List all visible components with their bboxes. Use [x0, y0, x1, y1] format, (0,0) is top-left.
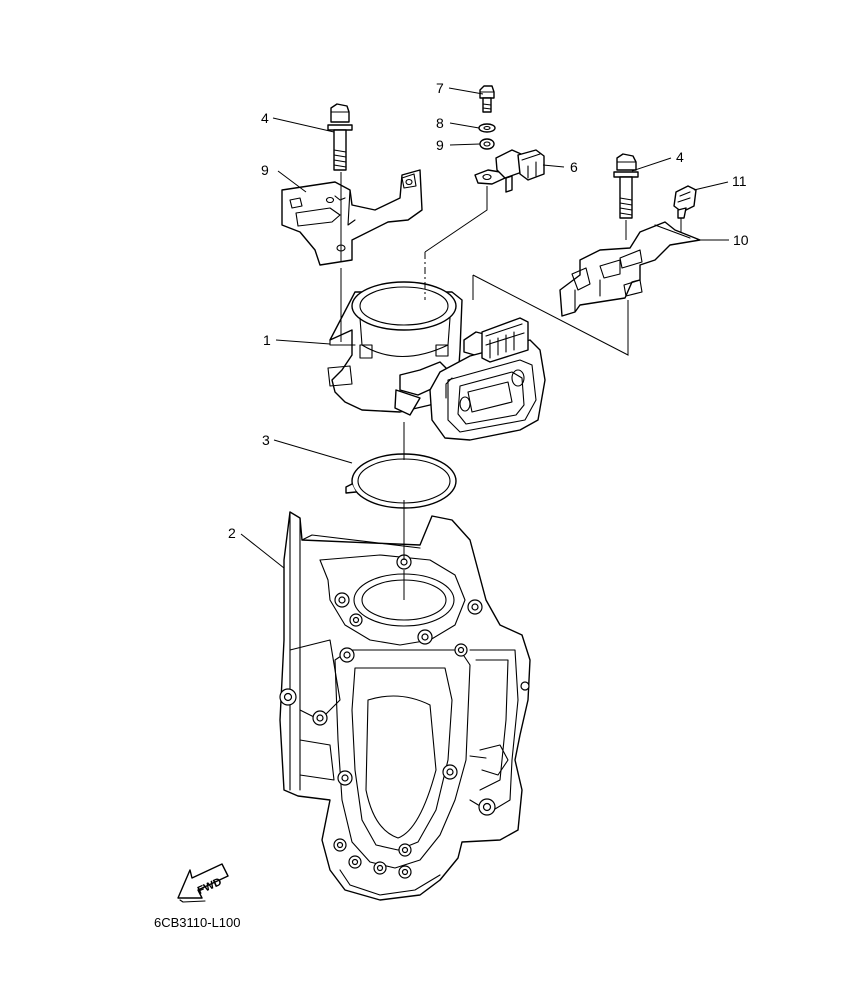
bolt-part-4-left: [327, 103, 353, 171]
sensor-part-5: [474, 149, 545, 193]
label-part-4-left: 4: [261, 110, 269, 126]
label-part-5: 6: [570, 159, 578, 175]
label-part-2: 2: [228, 525, 236, 541]
label-part-11: 11: [732, 173, 747, 189]
label-part-9: 9: [261, 162, 269, 178]
bracket-part-9: [281, 169, 423, 266]
label-part-6: 7: [436, 80, 444, 96]
label-part-3: 3: [262, 432, 270, 448]
fwd-arrow-icon: FWD: [177, 863, 229, 903]
drawing-code: 6CB3110-L100: [154, 915, 241, 930]
part-labels: 4 9 1 3 2 7 8 9 6 4 11 10: [228, 80, 749, 541]
label-part-8: 9: [436, 137, 444, 153]
screw-part-6: [479, 85, 495, 113]
clip-part-11: [673, 185, 697, 219]
bracket-part-10: [559, 221, 701, 317]
throttle-body-part-1: [327, 281, 546, 441]
label-part-10: 10: [733, 232, 749, 248]
label-part-1: 1: [263, 332, 271, 348]
leader-lines: [240, 87, 729, 569]
intake-manifold-part-2: [279, 511, 531, 901]
label-part-4-right: 4: [676, 149, 684, 165]
washer-part-8: [479, 138, 495, 150]
label-part-7: 8: [436, 115, 444, 131]
gasket-ring-part-3: [345, 453, 457, 509]
assembly-center-lines: [340, 172, 682, 600]
washer-part-7: [478, 123, 496, 133]
bolt-part-4-right: [613, 153, 639, 219]
